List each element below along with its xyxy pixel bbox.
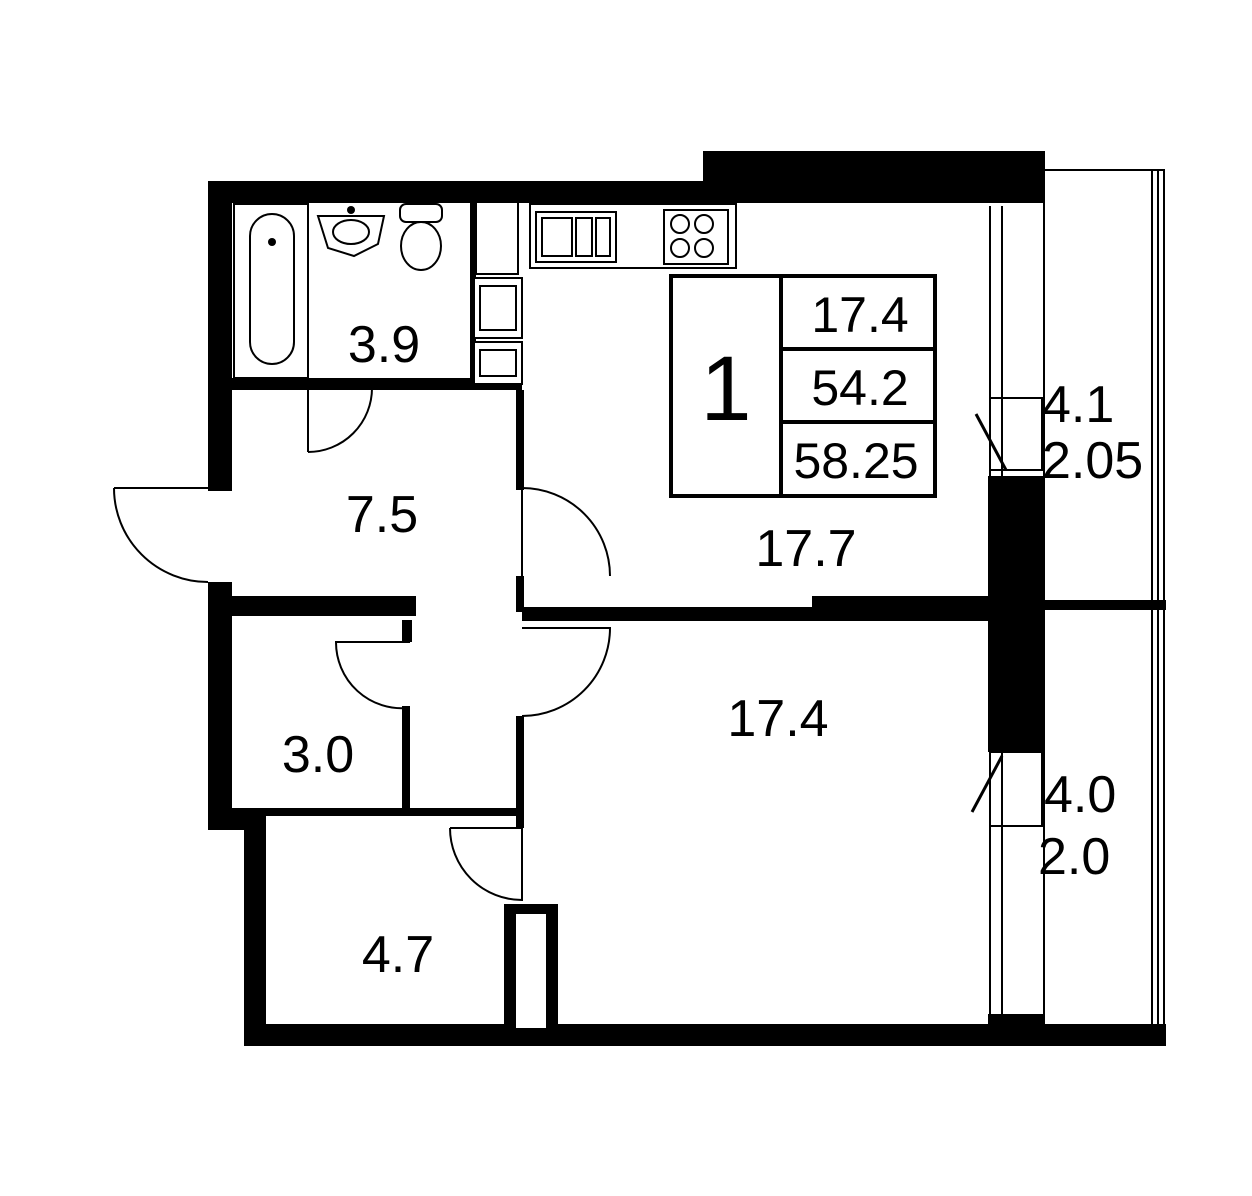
- balcony-labels: 4.1 2.05 4.0 2.0: [1038, 376, 1143, 886]
- kitchen-area: 17.7: [755, 520, 856, 578]
- upper-balcony-area: 4.1: [1042, 376, 1114, 434]
- lower-balcony-area: 4.0: [1044, 766, 1116, 824]
- door-swings: [113, 387, 612, 902]
- toilet: [399, 203, 443, 271]
- hallway-area: 7.5: [346, 486, 418, 544]
- lower-balcony-reduced-area: 2.0: [1038, 828, 1110, 886]
- walls: [208, 151, 1166, 1046]
- kitchen-counter: [529, 203, 737, 269]
- room-labels: 3.9 7.5 17.7 17.4 3.0 4.7: [282, 316, 857, 984]
- summary-table: 1 17.4 54.2 58.25: [669, 274, 937, 498]
- wardrobe-area: 4.7: [362, 926, 434, 984]
- washing-machine-shaft: [473, 201, 523, 385]
- bathroom-area: 3.9: [348, 316, 420, 374]
- living-total-value: 54.2: [811, 360, 908, 416]
- balcony-frame: [970, 169, 1166, 1031]
- storage-area: 3.0: [282, 726, 354, 784]
- rooms-count: 1: [700, 338, 751, 440]
- upper-balcony-reduced-area: 2.05: [1042, 432, 1143, 490]
- total-area-value: 58.25: [793, 433, 918, 489]
- bedroom-area: 17.4: [727, 690, 828, 748]
- sink: [316, 206, 386, 258]
- living-area-value: 17.4: [811, 287, 908, 343]
- bathtub: [233, 203, 309, 379]
